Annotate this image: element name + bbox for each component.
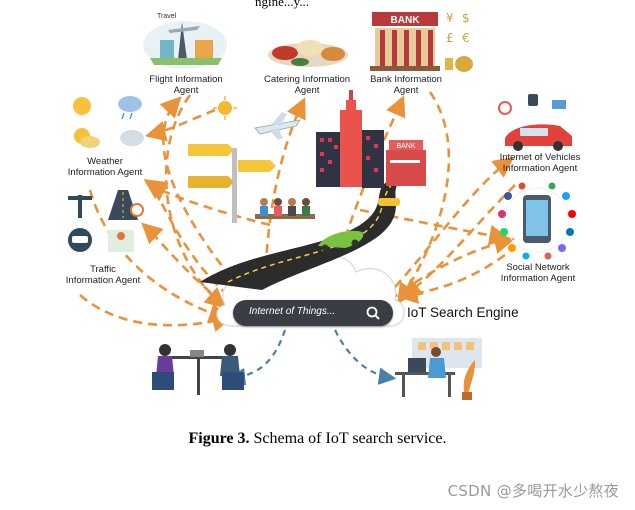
smartwatch-icon xyxy=(528,94,538,106)
gauge-icon xyxy=(499,102,511,114)
bank-sign: BANK xyxy=(391,15,421,26)
figure-caption: Figure 3. Schema of IoT search service. xyxy=(0,430,635,448)
desk-worker-illustration xyxy=(395,338,482,400)
blue-arrows xyxy=(232,330,392,378)
cloud-icon xyxy=(120,130,144,146)
social-network-icons xyxy=(498,183,576,260)
red-car-icon xyxy=(505,124,572,151)
top-cut-text: ngine...y... xyxy=(255,0,309,10)
people-group xyxy=(255,198,315,219)
money-bag-icon xyxy=(445,56,473,72)
sun-icon xyxy=(213,96,237,120)
small-bank-sign: BANK xyxy=(396,143,415,150)
svg-text:$: $ xyxy=(462,11,470,25)
weather-icons xyxy=(73,96,144,148)
clock-icon xyxy=(131,204,143,216)
watermark: CSDN @多喝开水少熬夜 xyxy=(448,480,619,501)
car-road-icon xyxy=(68,228,92,252)
arrow-to-couple xyxy=(232,330,285,378)
search-icon[interactable] xyxy=(365,305,381,321)
arrow-sun-to-weather xyxy=(150,110,215,135)
currency-symbols-icon: ¥ $ £ € xyxy=(446,11,470,45)
caption-text: Schema of IoT search service. xyxy=(250,430,447,447)
arrow-flight-back xyxy=(166,95,222,305)
arrow-to-worker xyxy=(335,330,392,378)
sun-cloud-icon xyxy=(74,128,100,148)
vehicle-icons xyxy=(499,94,572,151)
travel-tag: Travel xyxy=(157,13,177,20)
arrow-bank-back xyxy=(400,92,449,300)
svg-text:£: £ xyxy=(446,31,454,45)
food-dishes-icon xyxy=(268,40,348,67)
search-bar[interactable]: Internet of Things... xyxy=(233,300,393,326)
svg-text:¥: ¥ xyxy=(446,11,454,25)
cloud-rain-icon xyxy=(118,96,142,119)
laptop-icon xyxy=(552,100,566,109)
direction-arrows-icon xyxy=(68,195,92,218)
travel-collage-icon xyxy=(143,21,227,69)
traffic-icons xyxy=(68,190,143,252)
engine-label: IoT Search Engine xyxy=(407,305,519,320)
couple-laptop-illustration xyxy=(152,344,244,395)
search-text: Internet of Things... xyxy=(249,306,335,317)
caption-prefix: Figure 3. xyxy=(189,430,250,447)
map-pin-icon xyxy=(108,230,134,252)
arrow-weather-back xyxy=(90,190,225,318)
arrow-center-to-weather xyxy=(150,185,270,225)
airplane-icon xyxy=(255,112,300,140)
svg-text:€: € xyxy=(462,31,470,45)
